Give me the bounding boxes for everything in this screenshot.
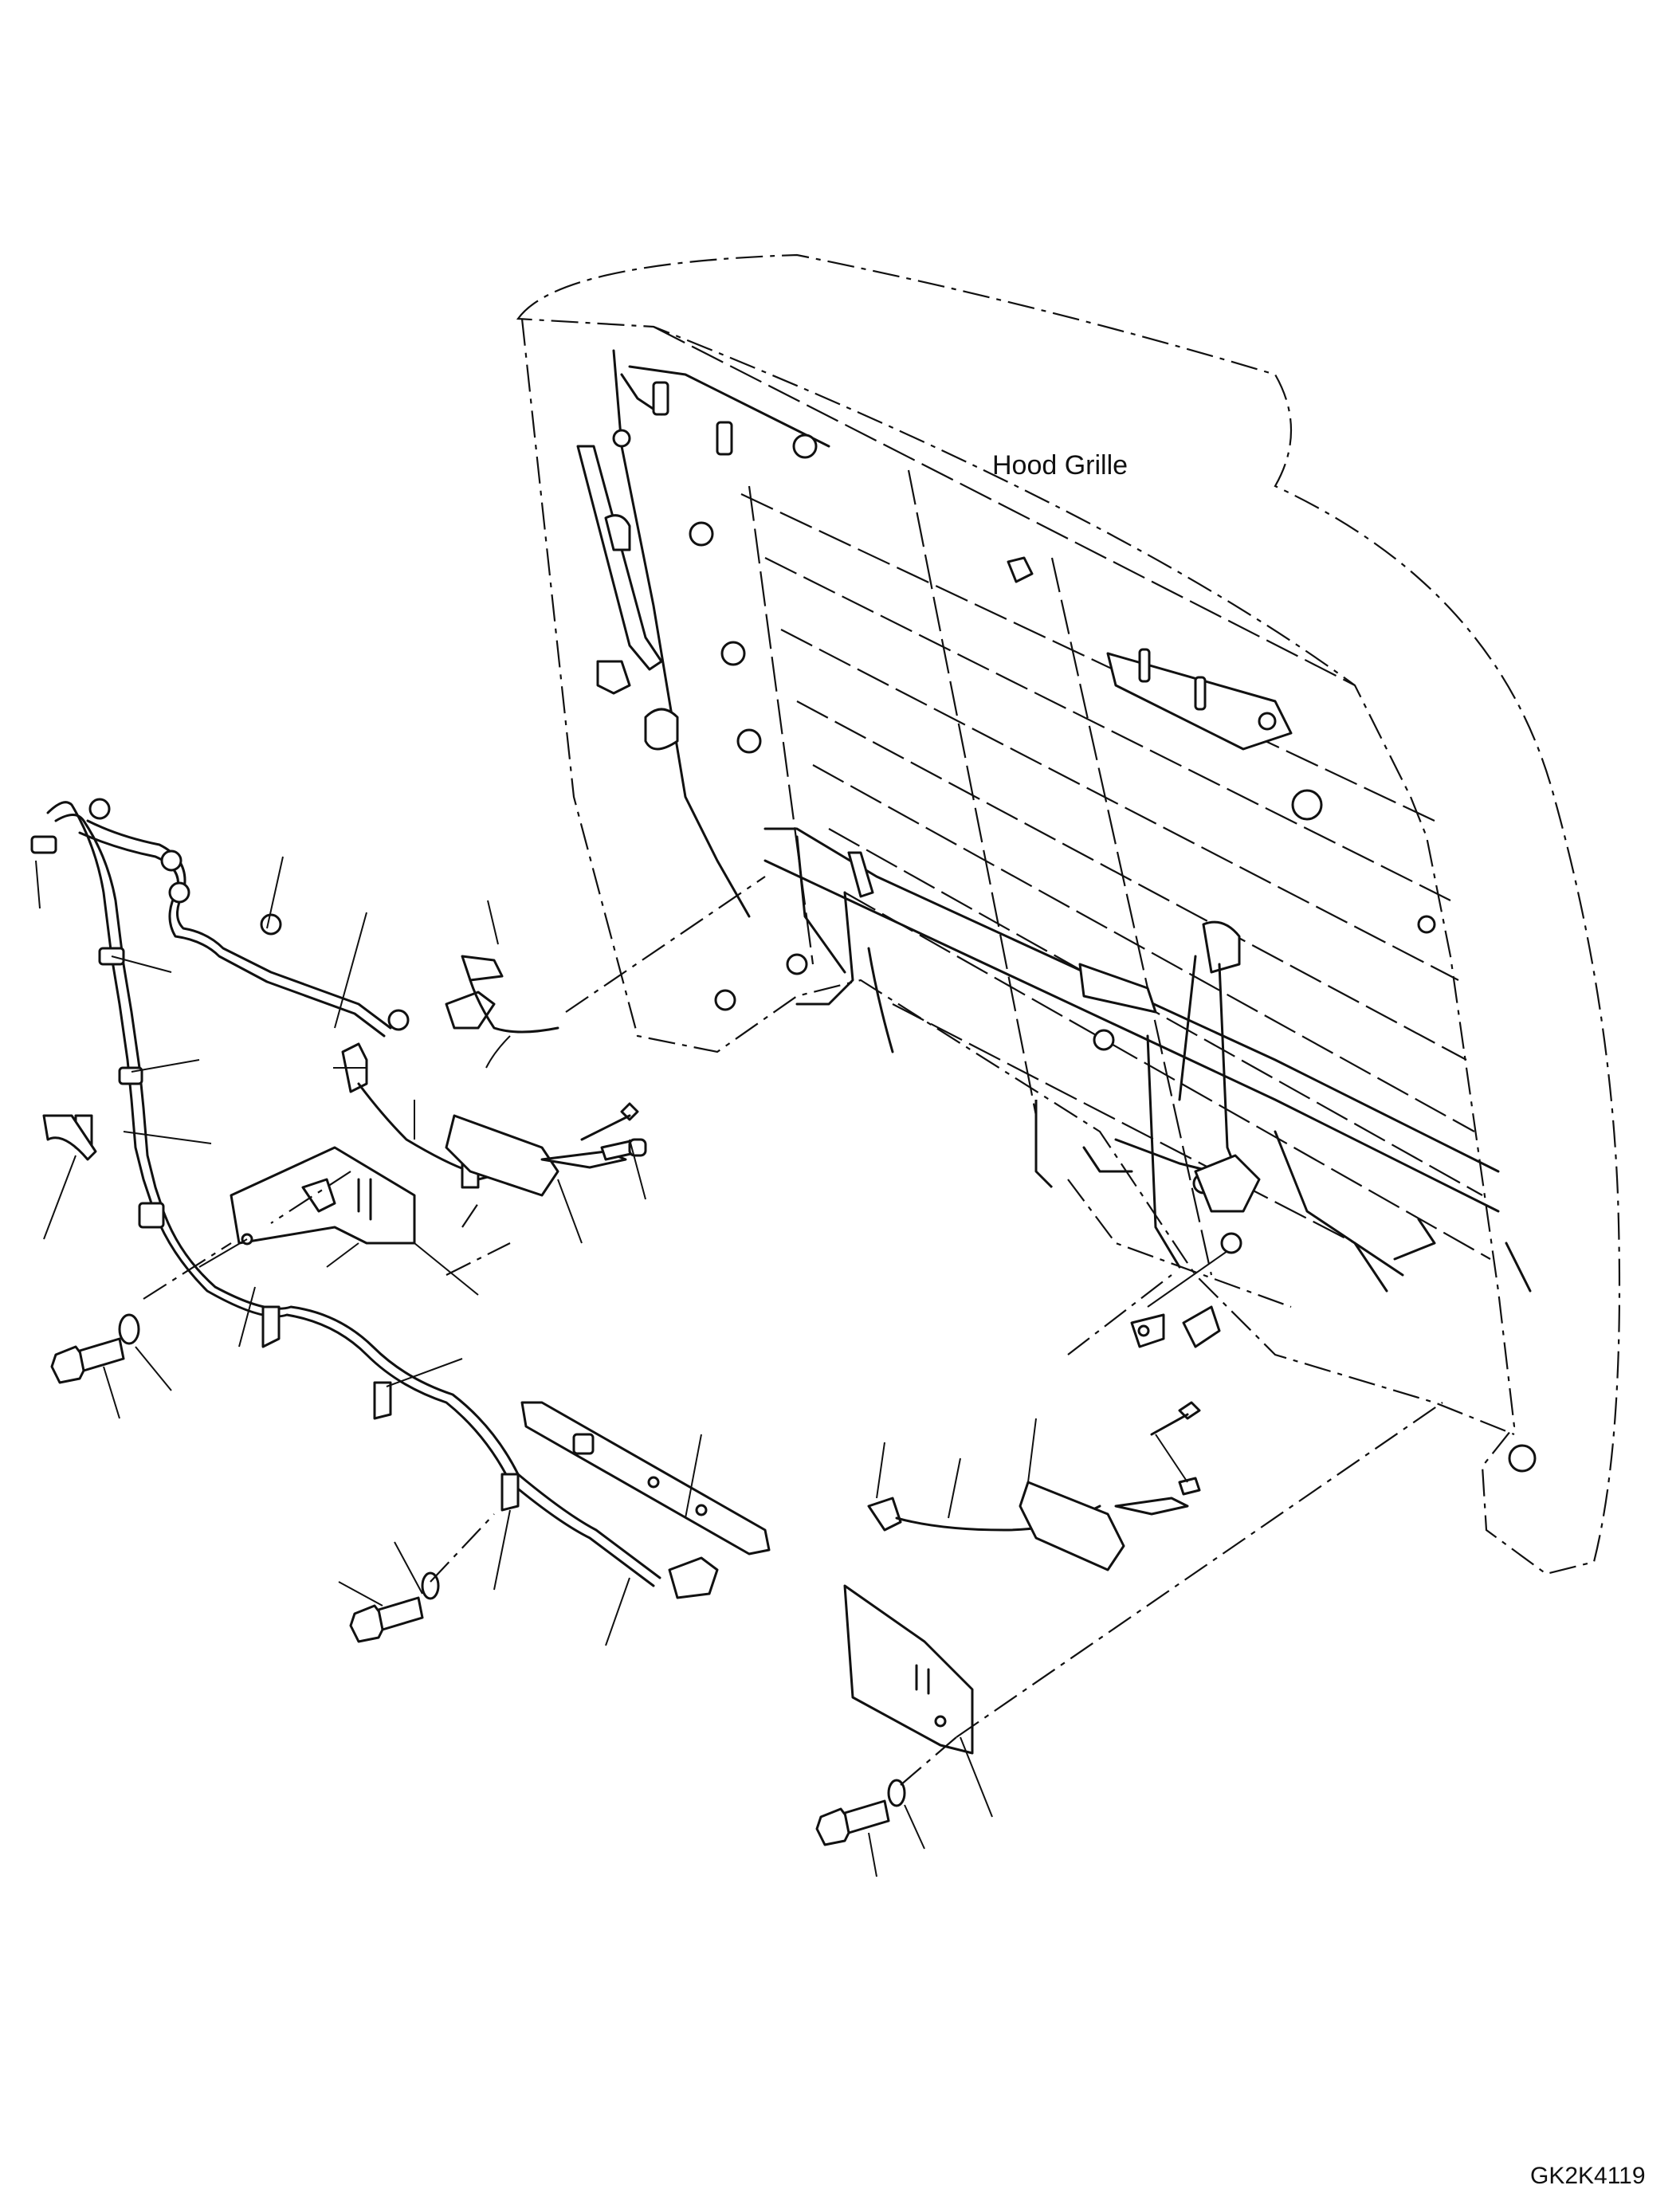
connector-right [843, 1477, 1201, 1755]
leader-lines [35, 856, 1228, 1877]
bracket-strip [520, 1401, 771, 1556]
wire-harness-main [30, 798, 719, 1599]
projection-lines [143, 876, 1443, 1786]
connector-left [230, 1042, 647, 1246]
component-label: Hood Grille [992, 450, 1128, 481]
drawing-code: GK2K4119 [1530, 2163, 1646, 2189]
hood-brackets [714, 556, 1537, 1473]
hood-frame [576, 349, 830, 918]
fasteners [50, 1102, 1221, 1846]
